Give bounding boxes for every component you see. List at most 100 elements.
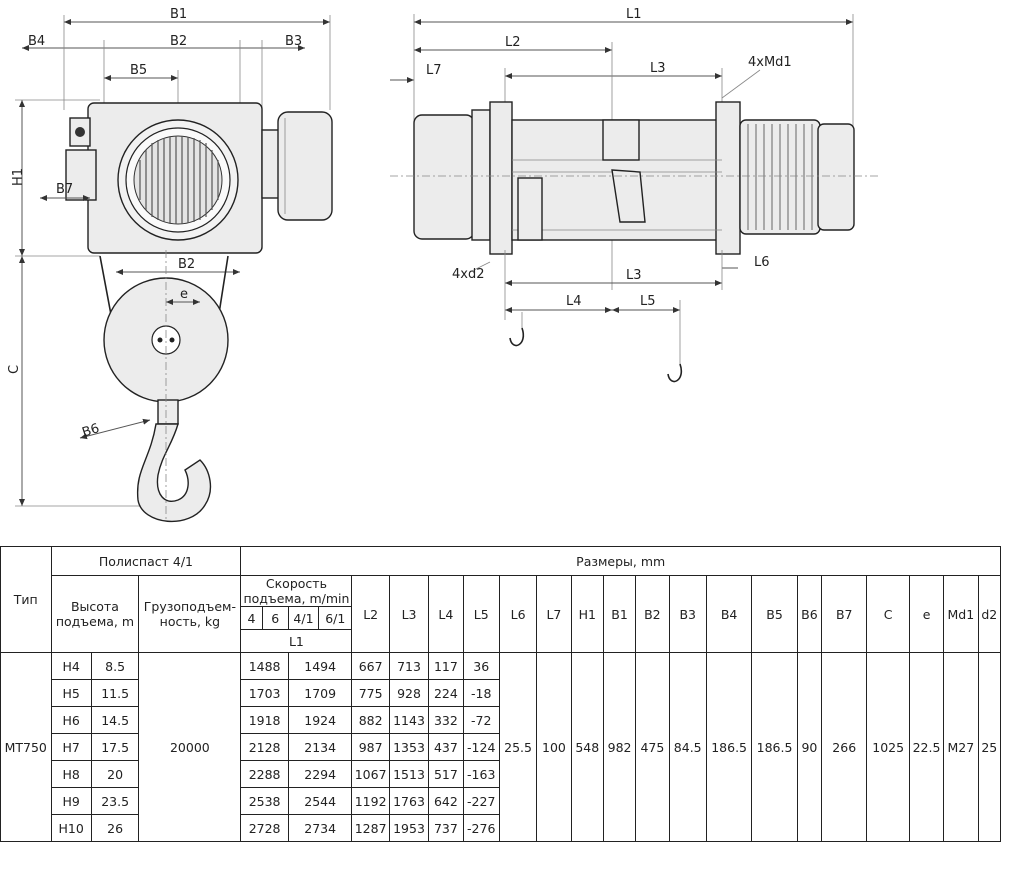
cell-height: 20 xyxy=(90,760,140,788)
cell-code: H5 xyxy=(50,679,92,707)
cell-height: 23.5 xyxy=(90,787,140,815)
header-speed-6: 6 xyxy=(261,606,289,630)
header-L1: L1 xyxy=(240,629,353,653)
cell-L1b: 2134 xyxy=(287,733,353,761)
dim-label-H1: H1 xyxy=(11,168,26,186)
cell-height: 8.5 xyxy=(90,652,140,680)
dim-label-L3: L3 xyxy=(650,61,666,76)
dim-label-L7: L7 xyxy=(426,63,442,78)
header-e: e xyxy=(908,575,945,653)
dim-label-L6: L6 xyxy=(754,255,770,270)
cell-height: 17.5 xyxy=(90,733,140,761)
cell-L4: 437 xyxy=(428,733,464,761)
dim-label-d2: 4xd2 xyxy=(452,267,485,282)
cell-L1a: 1488 xyxy=(240,652,289,680)
dim-label-L2: L2 xyxy=(505,35,521,50)
cell-L3: 928 xyxy=(388,679,430,707)
cell-L1b: 2294 xyxy=(287,760,353,788)
hoist-drawing: B1 B4 B2 B3 B5 B7 B2 e B6 H1 C L1 L2 L3 … xyxy=(7,7,880,523)
cell-B1: 982 xyxy=(602,652,637,842)
cell-L5: -227 xyxy=(462,787,500,815)
cell-L5: 36 xyxy=(462,652,500,680)
cell-B7: 266 xyxy=(821,652,868,842)
dim-label-C: C xyxy=(7,365,22,374)
header-d2: d2 xyxy=(977,575,1002,653)
cell-L2: 1067 xyxy=(351,760,390,788)
cell-L4: 332 xyxy=(428,706,464,734)
cell-height: 14.5 xyxy=(90,706,140,734)
cell-Md1: M27 xyxy=(943,652,979,842)
cell-L1b: 1494 xyxy=(287,652,353,680)
header-B7: B7 xyxy=(821,575,868,653)
header-L5: L5 xyxy=(462,575,500,653)
header-dimensions: Размеры, mm xyxy=(240,546,1001,576)
cell-L5: -72 xyxy=(462,706,500,734)
cell-L3: 1513 xyxy=(388,760,430,788)
header-B6: B6 xyxy=(796,575,823,653)
header-type: Тип xyxy=(0,546,52,653)
header-speed-4-1: 4/1 xyxy=(287,606,320,630)
cell-code: H4 xyxy=(50,652,92,680)
cell-B3: 84.5 xyxy=(668,652,707,842)
cell-L7: 100 xyxy=(536,652,572,842)
cell-L6: 25.5 xyxy=(498,652,538,842)
cell-L5: -163 xyxy=(462,760,500,788)
cell-e: 22.5 xyxy=(908,652,945,842)
cell-L4: 224 xyxy=(428,679,464,707)
cell-L5: -276 xyxy=(462,814,500,842)
cell-L2: 1192 xyxy=(351,787,390,815)
cell-L1a: 1918 xyxy=(240,706,289,734)
cell-L3: 1143 xyxy=(388,706,430,734)
dim-label-e: e xyxy=(180,287,188,302)
cell-L4: 117 xyxy=(428,652,464,680)
table-row: H5 11.5 1703 1709 775 928 224 -18 xyxy=(1,679,1001,707)
header-speed-6-1: 6/1 xyxy=(318,606,353,630)
front-view xyxy=(15,15,333,523)
spec-table: Тип Полиспаст 4/1 Размеры, mm Высота под… xyxy=(0,546,1002,842)
header-L2: L2 xyxy=(351,575,390,653)
cell-L1a: 2288 xyxy=(240,760,289,788)
header-pulley: Полиспаст 4/1 xyxy=(50,546,242,576)
dim-label-B2-lower: B2 xyxy=(178,257,195,272)
side-dimension-labels: L1 L2 L3 L7 4xMd1 4xd2 L6 L3 L4 L5 xyxy=(426,7,792,309)
dim-label-L3-lower: L3 xyxy=(626,268,642,283)
front-dimension-labels: B1 B4 B2 B3 B5 B7 B2 e B6 H1 C xyxy=(7,7,302,441)
table-row: MT750 H4 8.5 20000 1488 1494 667 713 117… xyxy=(0,652,1002,842)
header-L6: L6 xyxy=(498,575,538,653)
dim-label-B4: B4 xyxy=(28,34,45,49)
cell-L4: 517 xyxy=(428,760,464,788)
dim-label-B5: B5 xyxy=(130,63,147,78)
dim-label-L5: L5 xyxy=(640,294,656,309)
header-H1: H1 xyxy=(570,575,604,653)
header-B2: B2 xyxy=(635,575,670,653)
cell-code: H6 xyxy=(50,706,92,734)
cell-code: H9 xyxy=(50,787,92,815)
cell-C: 1025 xyxy=(866,652,910,842)
cell-L1b: 2734 xyxy=(287,814,353,842)
cell-L3: 1353 xyxy=(388,733,430,761)
cell-L1a: 2128 xyxy=(240,733,289,761)
cell-code: H8 xyxy=(50,760,92,788)
cell-L1b: 2544 xyxy=(287,787,353,815)
cell-capacity: 20000 xyxy=(138,652,242,842)
header-speed: Скорость подъема, m/min xyxy=(240,575,353,607)
cell-L2: 667 xyxy=(351,652,390,680)
cell-L1a: 2728 xyxy=(240,814,289,842)
table-row: H8 20 2288 2294 1067 1513 517 -163 xyxy=(1,760,1001,788)
cell-L2: 987 xyxy=(351,733,390,761)
cell-height: 11.5 xyxy=(90,679,140,707)
cell-L3: 1953 xyxy=(388,814,430,842)
table-row: H6 14.5 1918 1924 882 1143 332 -72 xyxy=(1,706,1001,734)
cell-L3: 1763 xyxy=(388,787,430,815)
cell-height: 26 xyxy=(90,814,140,842)
dim-label-B6: B6 xyxy=(80,421,101,441)
cell-code: H10 xyxy=(50,814,92,842)
dim-label-B1: B1 xyxy=(170,7,187,22)
cell-L5: -124 xyxy=(462,733,500,761)
header-B3: B3 xyxy=(668,575,707,653)
cell-L4: 737 xyxy=(428,814,464,842)
header-L4: L4 xyxy=(428,575,464,653)
dim-label-L4: L4 xyxy=(566,294,582,309)
cell-L1a: 1703 xyxy=(240,679,289,707)
cell-L1b: 1924 xyxy=(287,706,353,734)
